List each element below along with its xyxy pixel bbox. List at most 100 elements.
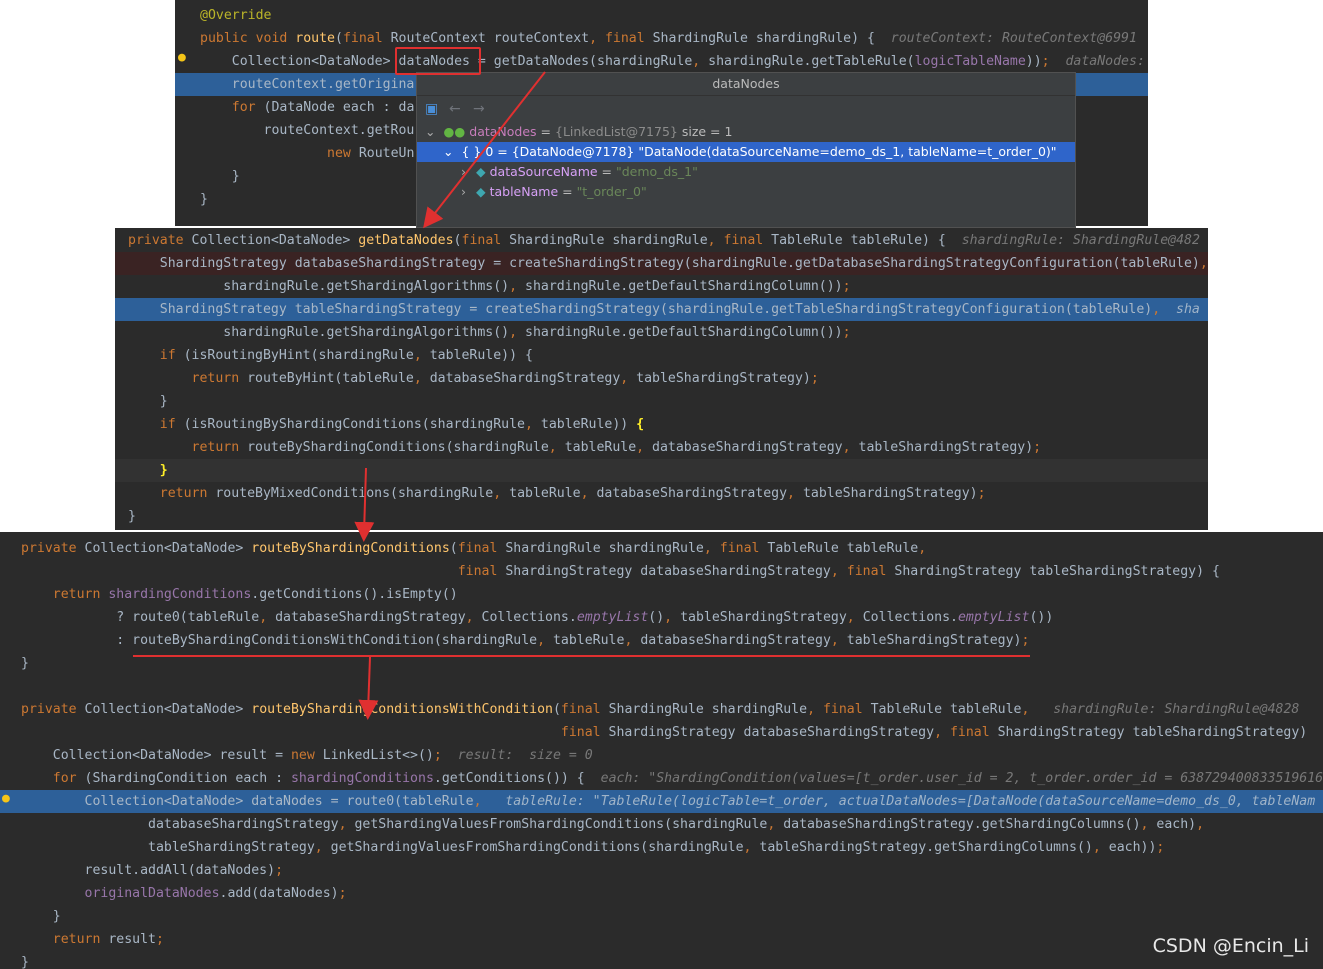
chevron-right-icon[interactable]: › xyxy=(461,164,466,179)
code-token: , xyxy=(413,348,430,363)
code-line[interactable]: routeContext.getRou xyxy=(175,119,1148,142)
item-value: "DataNode(dataSourceName=demo_ds_1, tabl… xyxy=(638,144,1057,159)
code-token: (DataNode each : da xyxy=(263,100,415,115)
tree-row-item-0[interactable]: ⌄ { } 0 = {DataNode@7178} "DataNode(data… xyxy=(417,142,1075,162)
code-token: , xyxy=(473,794,506,809)
field-tag-icon: ◆ xyxy=(475,164,486,179)
code-line[interactable]: Collection<DataNode> dataNodes = getData… xyxy=(175,50,1148,73)
code-line[interactable]: private Collection<DataNode> routeByShar… xyxy=(0,537,1323,560)
code-line[interactable]: for (DataNode each : da xyxy=(175,96,1148,119)
code-line[interactable]: @Override xyxy=(175,4,1148,27)
code-token: } xyxy=(159,463,168,478)
code-token: routeContext.getRou xyxy=(200,123,415,138)
code-line[interactable]: return routeByShardingConditions(shardin… xyxy=(115,436,1208,459)
code-token: , xyxy=(493,486,510,501)
code-line[interactable]: } xyxy=(115,390,1208,413)
code-token: : routeByShardingConditionsWithCondition… xyxy=(21,633,538,648)
code-line[interactable]: tableShardingStrategy, getShardingValues… xyxy=(0,836,1323,859)
code-line[interactable]: Collection<DataNode> result = new Linked… xyxy=(0,744,1323,767)
code-line[interactable]: return routeByHint(tableRule, databaseSh… xyxy=(115,367,1208,390)
code-line[interactable]: } xyxy=(0,905,1323,928)
code-token: shardingRule.getShardingAlgorithms() xyxy=(128,325,510,340)
code-line[interactable]: } xyxy=(0,652,1323,675)
code-token: , xyxy=(830,633,847,648)
code-line[interactable]: return result; xyxy=(0,928,1323,951)
code-token: Collection<DataNode> xyxy=(200,54,399,69)
code-token: tableRule xyxy=(552,633,625,648)
code-token: ShardingStrategy tableShardingStrategy =… xyxy=(128,302,1153,317)
code-token: , xyxy=(1140,817,1157,832)
code-line[interactable]: } xyxy=(175,165,1148,188)
lightbulb-icon[interactable]: ● xyxy=(178,50,186,65)
code-token: shardingRule: ShardingRule@482 xyxy=(961,233,1200,248)
chevron-right-icon[interactable]: › xyxy=(461,184,466,199)
code-line[interactable]: shardingRule.getShardingAlgorithms(), sh… xyxy=(115,275,1208,298)
code-line[interactable]: : routeByShardingConditionsWithCondition… xyxy=(0,629,1323,652)
code-line[interactable]: final ShardingStrategy databaseShardingS… xyxy=(0,721,1323,744)
chevron-down-icon[interactable]: ⌄ xyxy=(425,124,436,139)
watch-add-icon[interactable]: ▣ xyxy=(425,101,439,117)
code-token: final xyxy=(457,541,506,556)
code-line[interactable]: ShardingStrategy tableShardingStrategy =… xyxy=(115,298,1208,321)
code-token: routeByHint(tableRule xyxy=(247,371,414,386)
code-token: ; xyxy=(275,863,284,878)
code-line[interactable]: result.addAll(dataNodes); xyxy=(0,859,1323,882)
code-token: ShardingStrategy databaseShardingStrateg… xyxy=(608,725,935,740)
lightbulb-icon[interactable]: ● xyxy=(2,791,10,806)
code-token: tableShardingStrategy) xyxy=(858,440,1034,455)
code-token: private xyxy=(128,233,192,248)
code-token: getDataNodes xyxy=(358,233,454,248)
glasses-icon: ●● xyxy=(443,124,466,139)
code-panel-get-data-nodes: private Collection<DataNode> getDataNode… xyxy=(115,228,1208,530)
code-line[interactable]: final ShardingStrategy databaseShardingS… xyxy=(0,560,1323,583)
code-token: routeByShardingConditions xyxy=(251,541,450,556)
code-line[interactable]: } xyxy=(115,505,1208,528)
item-brace: { } xyxy=(461,144,486,159)
code-line[interactable]: for (ShardingCondition each : shardingCo… xyxy=(0,767,1323,790)
code-token: Collection<DataNode> xyxy=(84,702,252,717)
field-eq: = xyxy=(558,184,577,199)
code-token: emptyList xyxy=(576,610,649,625)
code-line[interactable]: if (isRoutingByHint(shardingRule, tableR… xyxy=(115,344,1208,367)
code-line[interactable]: databaseShardingStrategy, getShardingVal… xyxy=(0,813,1323,836)
code-token: , xyxy=(509,279,525,294)
tree-row-root[interactable]: ⌄ ●● dataNodes = {LinkedList@7175} size … xyxy=(417,122,1075,142)
code-token: final xyxy=(457,564,506,579)
code-token: ShardingRule shardingRule) { xyxy=(652,31,891,46)
code-token: ShardingRule shardingRule xyxy=(608,702,808,717)
code-token: private xyxy=(21,702,85,717)
code-token: .getConditions().isEmpty() xyxy=(251,587,458,602)
code-token: , xyxy=(465,610,482,625)
code-line[interactable]: private Collection<DataNode> getDataNode… xyxy=(115,229,1208,252)
tree-row-field-datasourcename[interactable]: › ◆ dataSourceName = "demo_ds_1" xyxy=(417,162,1075,182)
code-token: ( xyxy=(453,233,462,248)
debug-value-popup[interactable]: dataNodes ▣ ← → ⌄ ●● dataNodes = {Linked… xyxy=(416,72,1076,228)
code-token: databaseShardingStrategy xyxy=(21,817,339,832)
code-line[interactable]: return shardingConditions.getConditions(… xyxy=(0,583,1323,606)
code-line[interactable]: } xyxy=(0,951,1323,969)
code-line[interactable]: shardingRule.getShardingAlgorithms(), sh… xyxy=(115,321,1208,344)
code-line[interactable]: public void route(final RouteContext rou… xyxy=(175,27,1148,50)
code-line[interactable]: ? route0(tableRule, databaseShardingStra… xyxy=(0,606,1323,629)
code-line[interactable] xyxy=(0,675,1323,698)
code-token: TableRule tableRule) { xyxy=(771,233,962,248)
code-token: shardingRule: ShardingRule@4828 xyxy=(1053,702,1300,717)
code-line[interactable]: return routeByMixedConditions(shardingRu… xyxy=(115,482,1208,505)
datanodes-highlight-box xyxy=(395,47,481,75)
forward-arrow-icon[interactable]: → xyxy=(473,101,485,117)
code-line[interactable]: } xyxy=(175,188,1148,211)
code-token: tableRule)) { xyxy=(429,348,533,363)
code-token: , xyxy=(259,610,276,625)
code-token: , xyxy=(1021,702,1054,717)
chevron-down-icon[interactable]: ⌄ xyxy=(443,144,454,159)
code-line[interactable]: Collection<DataNode> dataNodes = route0(… xyxy=(0,790,1323,813)
code-line[interactable]: } xyxy=(115,459,1208,482)
code-token xyxy=(21,886,85,901)
code-line[interactable]: private Collection<DataNode> routeByShar… xyxy=(0,698,1323,721)
code-line[interactable]: ShardingStrategy databaseShardingStrateg… xyxy=(115,252,1208,275)
code-token: ShardingStrategy tableShardingStrategy) … xyxy=(894,564,1220,579)
tree-row-field-tablename[interactable]: › ◆ tableName = "t_order_0" xyxy=(417,182,1075,202)
back-arrow-icon[interactable]: ← xyxy=(449,101,461,117)
code-line[interactable]: originalDataNodes.add(dataNodes); xyxy=(0,882,1323,905)
code-line[interactable]: if (isRoutingByShardingConditions(shardi… xyxy=(115,413,1208,436)
